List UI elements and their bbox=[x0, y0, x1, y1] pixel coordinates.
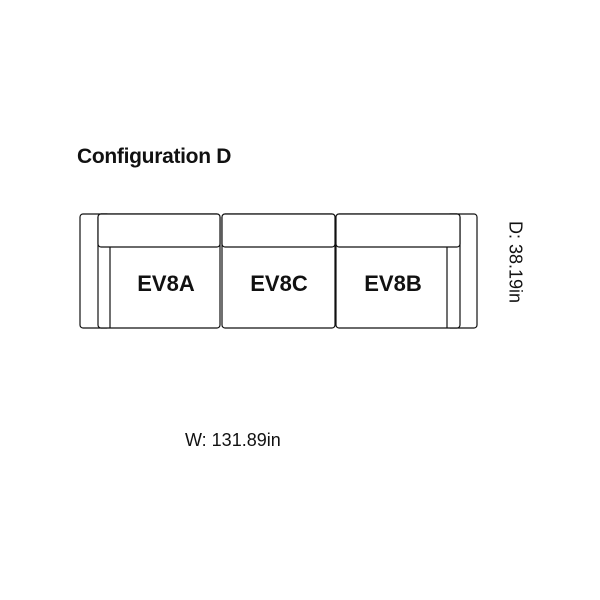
module-label-ev8a: EV8A bbox=[137, 271, 195, 296]
module-back-ev8b bbox=[335, 213, 461, 248]
module-back-ev8a bbox=[97, 213, 221, 248]
configuration-title: Configuration D bbox=[77, 145, 232, 168]
module-back-ev8c bbox=[221, 213, 336, 248]
module-label-ev8c: EV8C bbox=[250, 271, 308, 296]
depth-dimension: D: 38.19in bbox=[505, 220, 526, 304]
module-label-ev8b: EV8B bbox=[364, 271, 421, 296]
width-dimension: W: 131.89in bbox=[185, 430, 281, 450]
